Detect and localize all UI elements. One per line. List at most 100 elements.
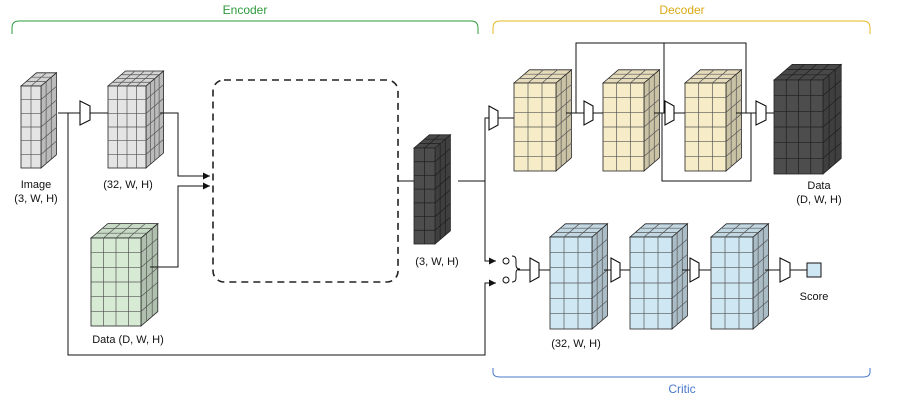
conv-layer-icon — [689, 257, 700, 283]
encoded-image-label: (3, W, H) — [415, 256, 458, 268]
critic-block-1-grid-line — [577, 223, 594, 238]
decoder-block-1-grid-line — [555, 113, 572, 128]
critic-block-3-grid-line — [752, 254, 769, 268]
image-block-grid-line — [40, 127, 57, 141]
decoder-block-2-grid-line — [643, 84, 660, 98]
critic-dims-label: (32, W, H) — [551, 338, 601, 350]
data-input-block-grid-line — [115, 223, 134, 239]
wire-to-decoder — [484, 117, 489, 181]
decoder-block-3-grid-line — [725, 84, 742, 98]
conv-layer-icon — [779, 257, 791, 283]
image-block-grid-line — [40, 99, 57, 114]
data-output-block-grid-line — [822, 111, 842, 128]
data-input-block-grid-line — [140, 296, 159, 312]
conv-layer-icon — [79, 100, 91, 126]
concat-brace — [511, 255, 521, 283]
wire-image-skip-to-critic — [67, 113, 496, 356]
data-output-block-grid-line — [822, 95, 842, 112]
decoder-block-3-grid-line — [725, 142, 742, 157]
data-output-block-grid-line — [822, 126, 842, 143]
data-output-block-grid-line — [810, 64, 830, 81]
conv32-block-grid-line — [145, 98, 164, 114]
conv-layer-icon — [583, 100, 594, 126]
wire-conv32-to-net — [160, 112, 210, 180]
wire-to-critic — [484, 181, 496, 265]
critic-title: Critic — [668, 382, 695, 396]
score-label: Score — [800, 291, 829, 303]
critic-bracket — [492, 368, 871, 378]
conv-layer-icon — [755, 100, 767, 126]
data-input-block-grid-line — [140, 267, 159, 283]
critic-block-1-grid-line — [591, 300, 608, 314]
critic-block-2-grid-line — [671, 284, 688, 299]
dense-skip-4 — [661, 113, 752, 182]
decoder-block-2-grid-line — [616, 69, 633, 84]
critic-block-3-grid-line — [752, 284, 769, 299]
data-input-block-grid-line — [103, 223, 121, 239]
decoder-block-3-grid-line — [725, 98, 742, 113]
critic-block-1-grid-line — [591, 254, 608, 268]
decoder-block-1-grid-line — [555, 84, 572, 98]
image-label: Image — [21, 179, 52, 191]
image-block-grid-line — [30, 72, 47, 87]
data-input-block-grid-line — [140, 282, 159, 297]
decoder-block-1-grid-line — [555, 128, 572, 142]
image-block-grid-line — [40, 86, 57, 100]
decoder-block-2-grid-line — [643, 128, 660, 142]
critic-block-3-grid-line — [738, 223, 755, 238]
encoded-image-block-grid-line — [424, 134, 441, 149]
critic-block-1-grid-line — [591, 238, 608, 253]
data-output-label: Data — [807, 180, 831, 192]
image-dims-label: (3, W, H) — [14, 193, 57, 205]
critic-block-3-grid-line — [752, 269, 769, 284]
critic-block-1-grid-line — [591, 269, 608, 284]
encoded-image-block-grid-line — [434, 189, 451, 204]
conv32-block-grid-line — [145, 125, 164, 141]
encoded-image-block-grid-line — [434, 216, 451, 231]
decoder-block-3-grid-line — [712, 69, 728, 84]
critic-block-1-grid-line — [591, 284, 608, 299]
encoded-image-block-grid-line — [434, 203, 451, 217]
data-output-dims-label: (D, W, H) — [796, 194, 841, 206]
image-block-grid-line — [40, 140, 57, 155]
critic-block-2-grid-line — [671, 269, 688, 284]
decoder-bracket — [492, 20, 871, 34]
decoder-block-2-grid-line — [643, 142, 660, 157]
conv-layer-icon — [529, 257, 540, 283]
encoder-title: Encoder — [223, 3, 268, 17]
decoder-block-3-grid-line — [725, 128, 742, 142]
decoder-block-3-grid-line — [698, 69, 715, 84]
decoder-block-1-grid-line — [541, 69, 558, 84]
critic-block-3-grid-line — [724, 223, 741, 238]
encoded-image-block-grid-line — [434, 161, 451, 176]
conv32-block-grid-line — [145, 139, 164, 155]
decoder-block-1-grid-line — [555, 98, 572, 113]
decoder-block-1-grid-line — [555, 142, 572, 157]
critic-block-2-grid-line — [643, 223, 660, 238]
data-input-label: Data (D, W, H) — [92, 334, 164, 346]
conv32-label: (32, W, H) — [103, 179, 153, 191]
critic-block-2-grid-line — [671, 238, 688, 253]
image-block-grid-line — [40, 113, 57, 128]
wire-data-to-net — [150, 182, 210, 268]
critic-block-3-grid-line — [752, 300, 769, 314]
critic-block-2-grid-line — [671, 254, 688, 268]
conv32-block-grid-line — [145, 84, 164, 100]
concat-dot-bottom — [502, 276, 510, 284]
decoder-block-3-grid-line — [725, 113, 742, 128]
decoder-block-2-grid-line — [630, 69, 646, 84]
data-output-block-grid-line — [798, 64, 817, 81]
critic-block-3-grid-line — [752, 238, 769, 253]
encoded-image-block-side-face — [434, 133, 451, 245]
conv32-block-grid-line — [145, 111, 164, 128]
decoder-block-1-grid-line — [527, 69, 544, 84]
score-box — [806, 262, 822, 278]
conv-layer-icon — [610, 257, 621, 283]
concat-dot-top — [502, 257, 510, 265]
conv-layer-icon — [664, 100, 675, 126]
data-output-block-grid-line — [822, 79, 842, 96]
data-input-block-grid-line — [140, 252, 159, 268]
critic-block-2-grid-line — [671, 300, 688, 314]
data-output-block-grid-line — [822, 142, 842, 159]
critic-block-2-grid-line — [657, 223, 674, 238]
